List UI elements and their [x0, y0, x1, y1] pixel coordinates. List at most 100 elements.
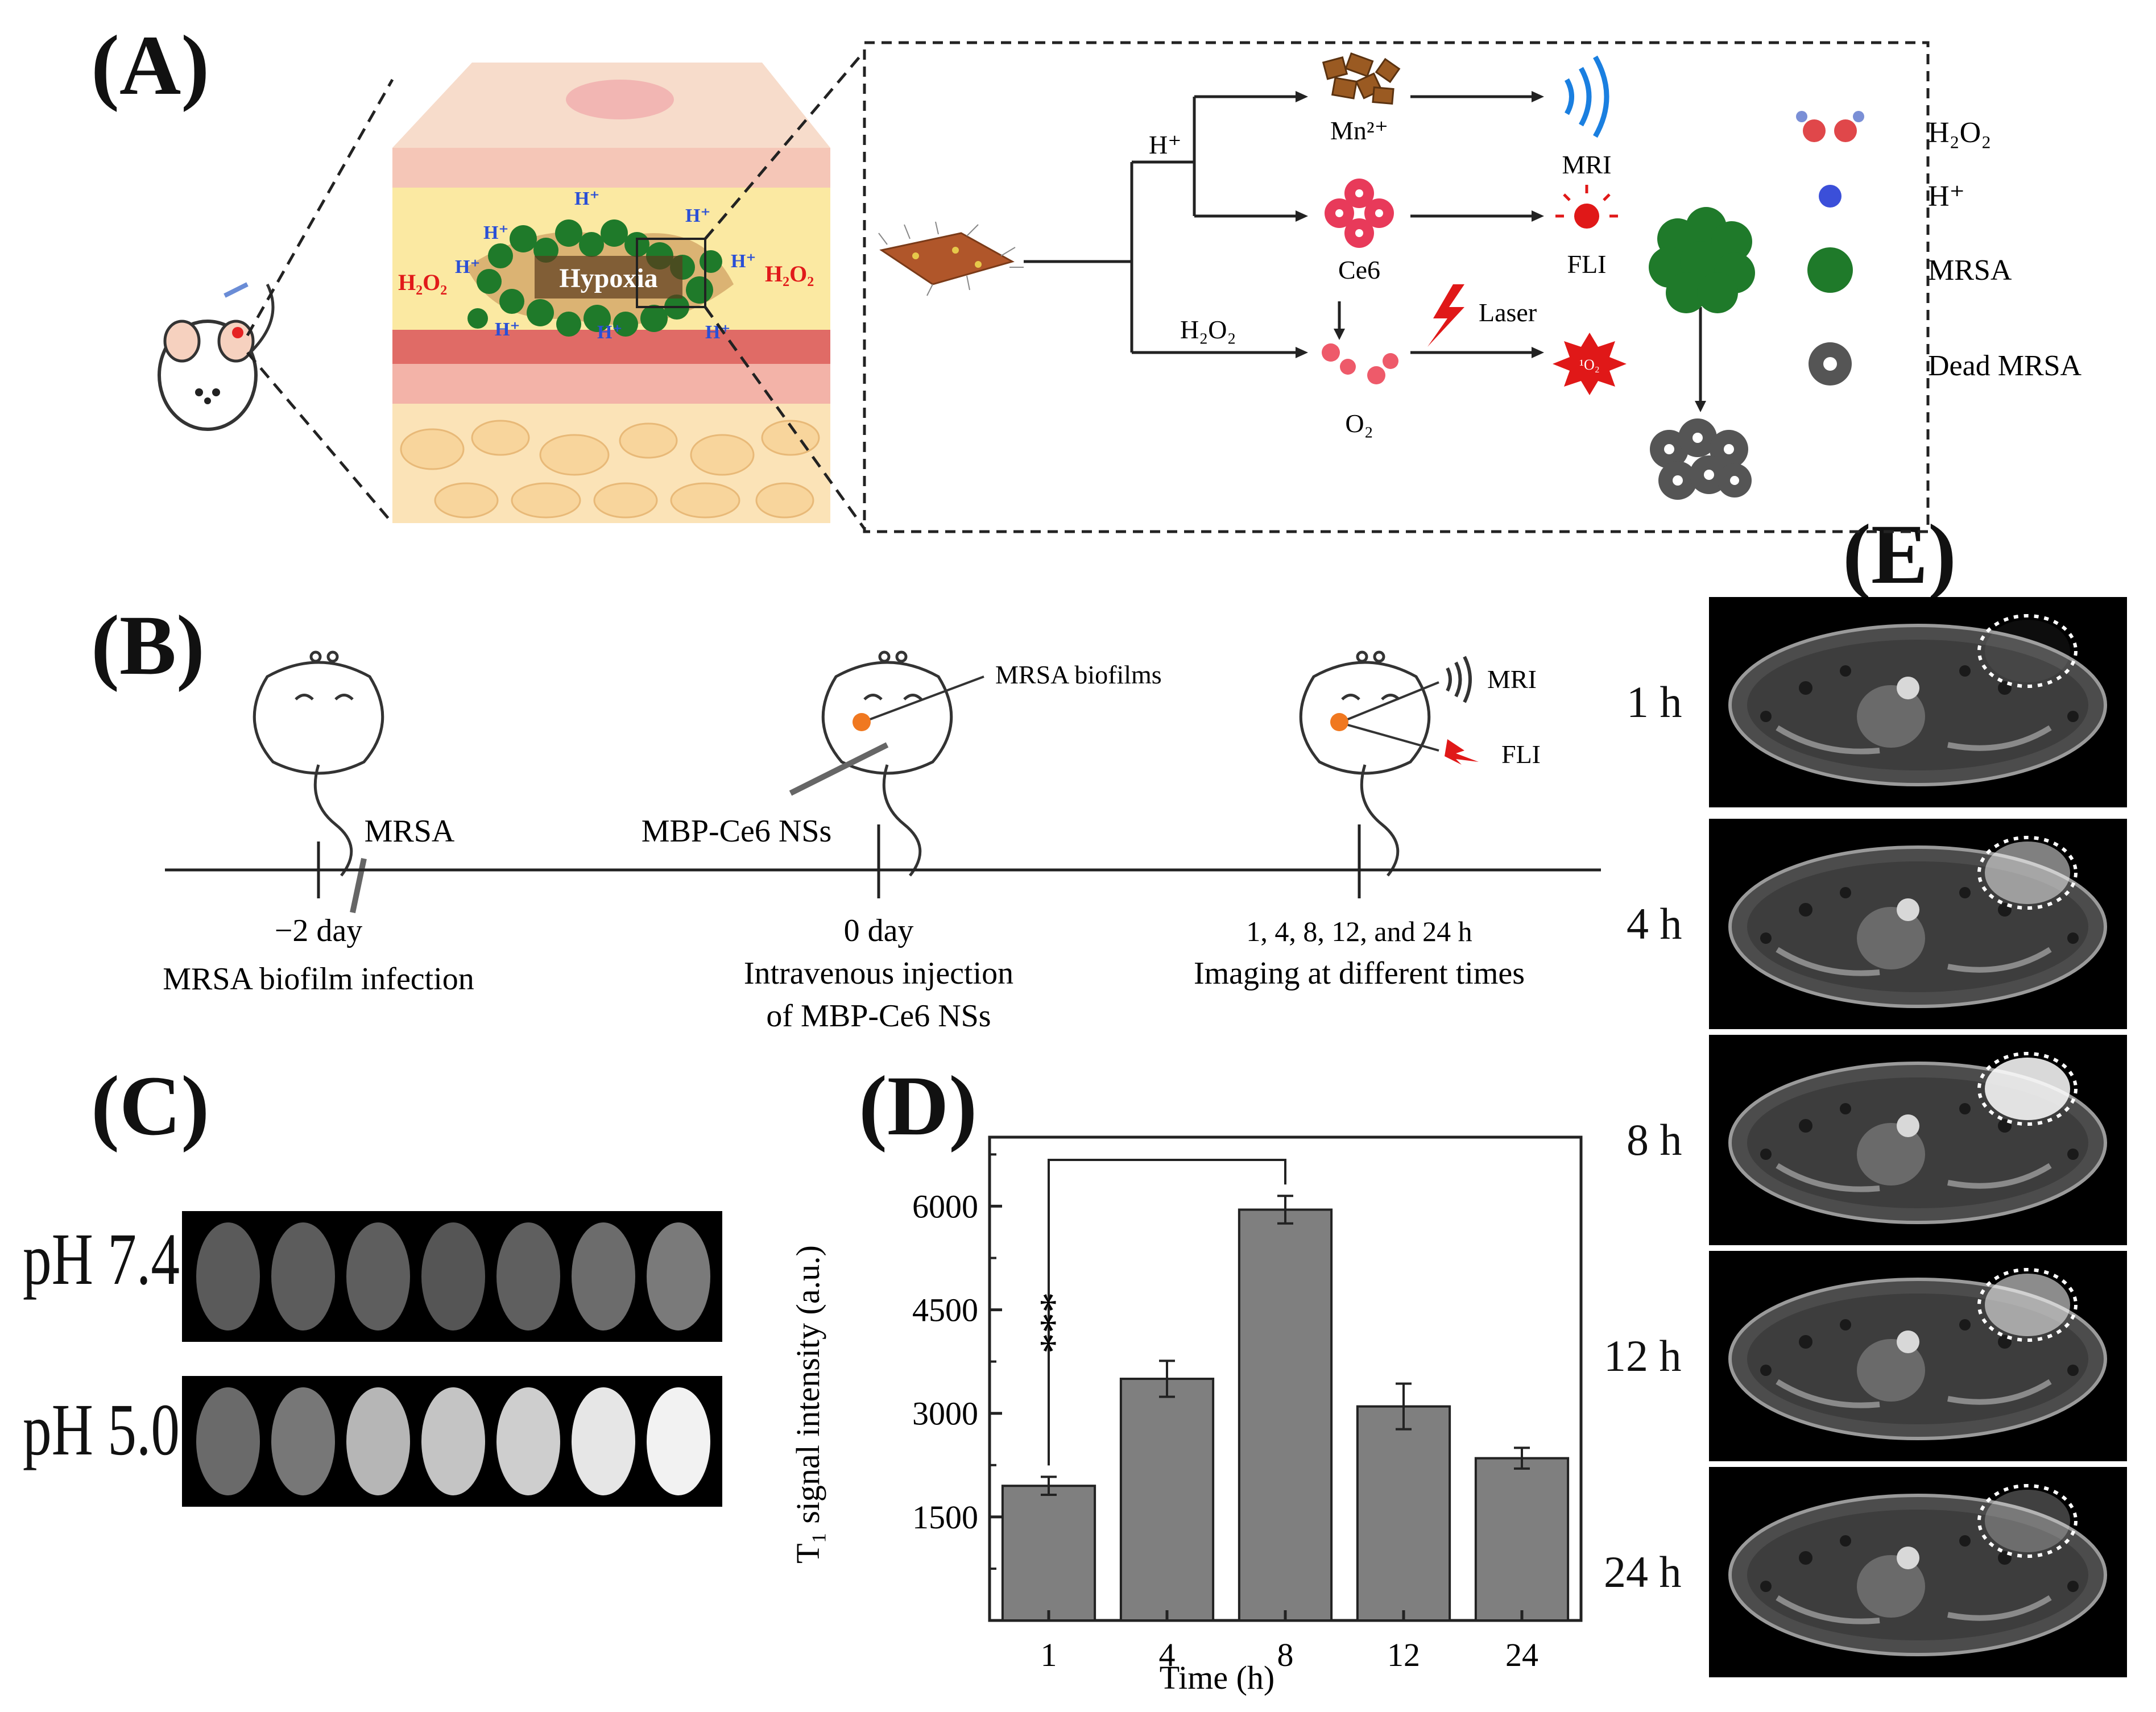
mri-time-label: 24 h: [1604, 1547, 1682, 1597]
y-tick-label: 3000: [912, 1395, 978, 1432]
mrsa-bacteria-icon: [1807, 247, 1853, 293]
mri-slice-24h: [1709, 1467, 2127, 1677]
branch-hplus-label: H⁺: [1149, 130, 1182, 159]
y-tick-label: 4500: [912, 1292, 978, 1329]
timepoint-2-desc-1: Intravenous injection: [744, 956, 1013, 991]
significance-bracket: [1048, 1159, 1286, 1466]
legend-h2o2-label: H₂O₂: [1928, 117, 1991, 149]
legend-hplus-label: H⁺: [1928, 180, 1965, 213]
mechanism-box: [863, 41, 1930, 533]
panel-b-label: (B): [91, 598, 205, 693]
dead-mrsa-icon: [1809, 342, 1852, 385]
mri-output-label: MRI: [1562, 150, 1612, 179]
timepoint-1-label: −2 day: [275, 913, 362, 948]
biofilm-site-marker: [853, 713, 871, 731]
timepoint-2-desc-2: of MBP-Ce6 NSs: [766, 998, 991, 1034]
hypoxia-label: Hypoxia: [559, 263, 657, 293]
mri-time-label: 8 h: [1627, 1115, 1682, 1164]
phantom-ph50-2: [271, 1387, 335, 1495]
legend-dead-mrsa-label: Dead MRSA: [1928, 350, 2082, 382]
x-tick-label: 8: [1277, 1636, 1294, 1673]
panel-a-label: (A): [91, 18, 210, 113]
phantom-row-ph74: [182, 1211, 722, 1342]
oxygen-icon: [1322, 343, 1398, 384]
proton-labels: H⁺ H⁺ H⁺ H⁺ H⁺ H⁺ H⁺ H⁺: [455, 188, 756, 343]
singlet-oxygen-label: ¹O₂: [1579, 357, 1600, 373]
h2o2-molecule-icon: [1796, 111, 1864, 142]
mri-time-label: 12 h: [1604, 1331, 1682, 1381]
ce6-icon: [1325, 179, 1394, 248]
panel-b-timeline: MRSA biofilms MRI FLI MRSA MBP-Ce6 NSs −…: [163, 650, 1601, 1034]
fli-signal-icon: [1555, 185, 1618, 229]
timepoint-1-desc: MRSA biofilm infection: [163, 961, 474, 997]
phantom-ph50-1: [196, 1387, 260, 1495]
timepoint-3-label: 1, 4, 8, 12, and 24 h: [1246, 915, 1472, 947]
phantom-ph74-2: [271, 1222, 335, 1330]
biofilm-site-marker-2: [1330, 713, 1348, 731]
h2o2-left-label: H₂O₂: [398, 270, 447, 295]
proton-icon: [1819, 185, 1842, 208]
legend: H₂O₂ H⁺ MRSA Dead MRSA: [1796, 111, 2082, 385]
phantom-ph50-6: [572, 1387, 635, 1495]
mri-label: MRI: [1487, 665, 1537, 694]
laser-label: Laser: [1479, 298, 1537, 327]
panel-e-label: (E): [1843, 507, 1956, 602]
mouse-1-illustration: [253, 650, 384, 877]
h2o2-right-label: H₂O₂: [765, 261, 814, 287]
svg-text:H⁺: H⁺: [685, 205, 710, 226]
nanosheet-icon: [878, 221, 1024, 296]
panel-d-label: (D): [859, 1059, 978, 1153]
chart-y-axis-label: T₁ signal intensity (a.u.): [789, 1245, 826, 1564]
x-tick-label: 12: [1387, 1636, 1420, 1673]
x-tick-label: 4: [1159, 1636, 1176, 1673]
x-tick-label: 1: [1041, 1636, 1057, 1673]
phantom-ph50-7: [647, 1387, 710, 1495]
mri-waves-icon: [1446, 656, 1472, 703]
mouse-2-illustration: [821, 650, 953, 877]
panel-c-label: (C): [91, 1059, 210, 1153]
phantom-ph74-7: [647, 1222, 710, 1330]
phantom-ph74-6: [572, 1222, 635, 1330]
phantom-ph50-3: [346, 1387, 410, 1495]
phantom-ph74-1: [196, 1222, 260, 1330]
y-tick-label: 6000: [912, 1188, 978, 1225]
syringe-2-icon: [789, 742, 889, 796]
panel-a-scheme: Hypoxia H⁺ H⁺ H⁺ H⁺ H⁺ H⁺ H⁺ H⁺ H₂O₂ H₂O…: [158, 41, 2082, 533]
timepoint-3-desc: Imaging at different times: [1194, 956, 1525, 991]
mri-time-label: 1 h: [1627, 677, 1682, 727]
phantom-ph74-3: [346, 1222, 410, 1330]
svg-text:H⁺: H⁺: [731, 251, 756, 272]
bar-12h: [1356, 1405, 1451, 1622]
svg-text:H⁺: H⁺: [574, 188, 599, 209]
dead-mrsa-cluster-icon: [1650, 418, 1752, 500]
bar-24h: [1474, 1457, 1570, 1622]
y-tick-label: 1500: [912, 1499, 978, 1536]
svg-text:H⁺: H⁺: [455, 256, 480, 277]
phantom-ph74-5: [496, 1222, 560, 1330]
chart-x-axis-label: Time (h): [1160, 1659, 1275, 1696]
mri-slice-4h: [1709, 819, 2127, 1029]
bar-4h: [1119, 1378, 1215, 1622]
svg-text:H⁺: H⁺: [483, 222, 508, 243]
live-mrsa-cluster-icon: [1649, 207, 1755, 313]
mouse-3-illustration: [1299, 650, 1431, 877]
branch-h2o2-label: H₂O₂: [1180, 315, 1236, 344]
fli-output-label: FLI: [1567, 250, 1607, 279]
laser-bolt-icon: [1427, 284, 1464, 347]
svg-text:H⁺: H⁺: [597, 322, 622, 343]
timepoint-2-label: 0 day: [844, 913, 914, 948]
bar-8h: [1238, 1208, 1333, 1622]
svg-text:H⁺: H⁺: [495, 319, 520, 340]
above-mrsa-label: MRSA: [365, 814, 455, 849]
singlet-oxygen-icon: [1553, 333, 1627, 395]
phantom-ph50-4: [421, 1387, 485, 1495]
wound-cross-section: Hypoxia H⁺ H⁺ H⁺ H⁺ H⁺ H⁺ H⁺ H⁺ H₂O₂ H₂O…: [392, 63, 830, 523]
phantom-ph50-5: [496, 1387, 560, 1495]
ph-label-row2: pH 5.0: [23, 1389, 180, 1471]
ce6-label: Ce6: [1338, 255, 1380, 284]
syringe-1-icon: [350, 857, 367, 914]
mouse-illustration: [158, 282, 275, 431]
mri-slice-1h: [1709, 597, 2127, 807]
t1-signal-bar-chart: T₁ signal intensity (a.u.) Time (h) 1500…: [789, 1135, 1583, 1696]
phantom-ph74-4: [421, 1222, 485, 1330]
